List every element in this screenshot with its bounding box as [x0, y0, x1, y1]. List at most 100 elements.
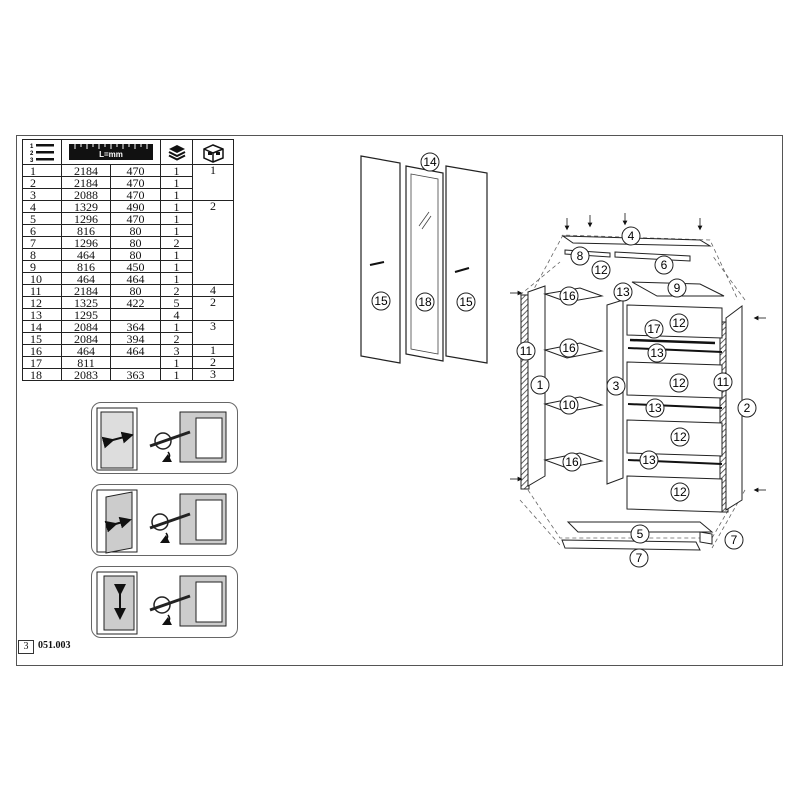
part-length: 2088 — [61, 188, 111, 201]
svg-text:12: 12 — [672, 316, 686, 330]
svg-text:5: 5 — [637, 527, 644, 541]
part-qty: 2 — [160, 236, 193, 249]
callout-5: 5 — [630, 524, 650, 544]
callout-11: 11 — [713, 372, 733, 392]
svg-text:16: 16 — [562, 341, 576, 355]
callout-12: 12 — [591, 260, 611, 280]
package-group: 3 — [192, 368, 234, 381]
callout-18: 18 — [415, 292, 435, 312]
package-header — [192, 139, 234, 165]
callout-3: 3 — [606, 376, 626, 396]
callout-7: 7 — [629, 548, 649, 568]
part-length: 2184 — [61, 176, 111, 189]
callout-8: 8 — [570, 246, 590, 266]
callout-13: 13 — [645, 398, 665, 418]
part-length: 2184 — [61, 164, 111, 177]
callout-6: 6 — [654, 255, 674, 275]
callout-16: 16 — [559, 286, 579, 306]
callout-7: 7 — [724, 530, 744, 550]
rod-13 — [627, 347, 723, 353]
callout-11: 11 — [516, 341, 536, 361]
plinth-7-side — [699, 531, 713, 545]
hinge-height-illustration — [96, 571, 227, 635]
callouts: 14 15 18 15 4 8 12 6 16 13 9 11 17 12 16… — [371, 152, 757, 568]
package-group: 2 — [192, 296, 234, 321]
part-width: 80 — [110, 236, 161, 249]
callout-16: 16 — [559, 338, 579, 358]
callout-13: 13 — [613, 282, 633, 302]
hinge-depth-illustration — [96, 407, 227, 471]
document-code: 051.003 — [38, 640, 71, 651]
package-group: 1 — [192, 164, 234, 201]
door-panel-15-right — [445, 165, 488, 364]
svg-text:7: 7 — [636, 551, 643, 565]
callout-15: 15 — [456, 292, 476, 312]
svg-text:4: 4 — [628, 229, 635, 243]
svg-text:3: 3 — [30, 158, 34, 163]
svg-text:3: 3 — [613, 379, 620, 393]
svg-text:12: 12 — [673, 430, 687, 444]
callout-10: 10 — [559, 395, 579, 415]
door-handle — [454, 267, 470, 273]
mirror-door-panel-18 — [405, 165, 444, 362]
part-no: 17 — [22, 356, 62, 369]
svg-text:16: 16 — [562, 289, 576, 303]
part-no: 13 — [22, 308, 62, 321]
svg-text:11: 11 — [717, 375, 730, 389]
svg-text:14: 14 — [423, 155, 437, 169]
part-width: 470 — [110, 176, 161, 189]
svg-text:7: 7 — [731, 533, 738, 547]
svg-text:1: 1 — [537, 378, 544, 392]
svg-text:9: 9 — [674, 281, 681, 295]
svg-text:15: 15 — [459, 295, 473, 309]
ruler-label: L=mm — [99, 150, 123, 159]
list-numbered-icon: 1 2 3 — [30, 143, 54, 164]
package-group: 2 — [192, 200, 234, 285]
rod-13 — [627, 403, 723, 409]
callout-17: 17 — [644, 319, 664, 339]
callout-9: 9 — [667, 278, 687, 298]
callout-14: 14 — [420, 152, 440, 172]
part-width: 80 — [110, 284, 161, 297]
part-qty: 1 — [160, 224, 193, 237]
door-handle — [369, 261, 385, 266]
callout-13: 13 — [647, 343, 667, 363]
callout-16: 16 — [562, 452, 582, 472]
callout-13: 13 — [639, 450, 659, 470]
svg-text:12: 12 — [594, 263, 608, 277]
svg-text:15: 15 — [374, 294, 388, 308]
svg-text:16: 16 — [565, 455, 579, 469]
svg-text:12: 12 — [672, 376, 686, 390]
plinth-7-front — [561, 539, 701, 551]
dimensions-header: L=mm — [61, 139, 161, 165]
svg-text:2: 2 — [744, 401, 751, 415]
door-panel-15-left — [360, 155, 401, 364]
svg-text:17: 17 — [647, 322, 661, 336]
part-length: 2184 — [61, 284, 111, 297]
package-icon — [203, 143, 224, 163]
callout-12: 12 — [670, 427, 690, 447]
svg-text:13: 13 — [650, 346, 664, 360]
rail-6 — [614, 251, 691, 262]
callout-1: 1 — [530, 375, 550, 395]
svg-text:10: 10 — [562, 398, 576, 412]
svg-text:2: 2 — [30, 151, 34, 157]
side-panel-2 — [725, 305, 743, 511]
svg-text:13: 13 — [648, 401, 662, 415]
rail-17 — [629, 338, 716, 345]
part-length: 2083 — [61, 368, 111, 381]
callout-4: 4 — [621, 226, 641, 246]
svg-text:11: 11 — [520, 344, 533, 358]
svg-text:6: 6 — [661, 258, 668, 272]
svg-text:12: 12 — [673, 485, 687, 499]
